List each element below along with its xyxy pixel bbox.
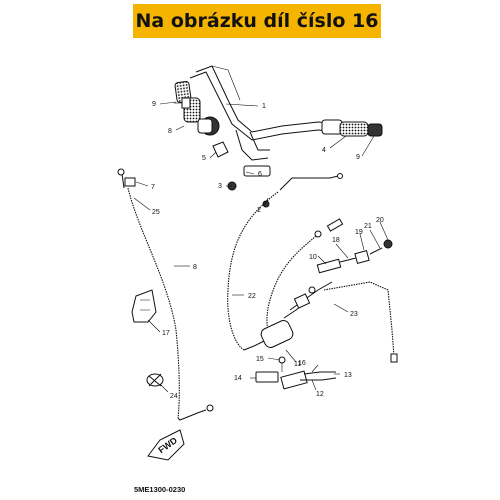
callout-7: 7: [151, 184, 155, 191]
callout-labels: 1 2 3 4 5 6 7 8 8 9 9 10 11 12 13 14 15 …: [151, 101, 384, 400]
leader-lines: [133, 101, 389, 393]
callout-5: 5: [202, 155, 206, 162]
cable-splitter: [289, 218, 393, 311]
callout-24: 24: [170, 393, 178, 400]
callout-23: 23: [350, 311, 358, 318]
cable-clip: [146, 373, 164, 387]
callout-9-right: 9: [356, 154, 360, 161]
callout-10: 10: [309, 254, 317, 261]
throttle-cable: [227, 173, 343, 351]
callout-8-cable: 8: [193, 264, 197, 271]
handlebar: [189, 65, 341, 161]
callout-19: 19: [355, 229, 363, 236]
callout-15: 15: [256, 356, 264, 363]
callout-18: 18: [332, 237, 340, 244]
holder-bracket: [131, 289, 157, 323]
banner-title: Na obrázku díl číslo 16: [135, 10, 379, 32]
callout-8-grip: 8: [168, 128, 172, 135]
callout-12: 12: [316, 391, 324, 398]
right-grip: [321, 119, 383, 137]
junction-block: [260, 293, 311, 348]
callout-25: 25: [152, 209, 160, 216]
callout-9-left: 9: [152, 101, 156, 108]
diagram-code: 5ME1300-0230: [134, 485, 185, 494]
callout-17: 17: [162, 330, 170, 337]
callout-20: 20: [376, 217, 384, 224]
fwd-arrow: FWD: [147, 429, 185, 461]
callout-3: 3: [218, 183, 222, 190]
left-grip: [174, 81, 220, 136]
callout-11: 11: [294, 361, 301, 368]
callout-4: 4: [322, 147, 326, 154]
header-banner: Na obrázku díl číslo 16: [133, 4, 381, 38]
callout-13: 13: [344, 372, 352, 379]
callout-14: 14: [234, 375, 242, 382]
callout-21: 21: [364, 223, 372, 230]
callout-1: 1: [262, 103, 266, 110]
callout-2: 2: [257, 207, 261, 214]
bracket-assembly: [255, 356, 337, 390]
callout-22: 22: [248, 293, 256, 300]
callout-16: 16: [298, 360, 306, 367]
brake-cable: [117, 168, 214, 421]
bolt-left: [174, 97, 191, 109]
callout-6: 6: [258, 171, 262, 178]
